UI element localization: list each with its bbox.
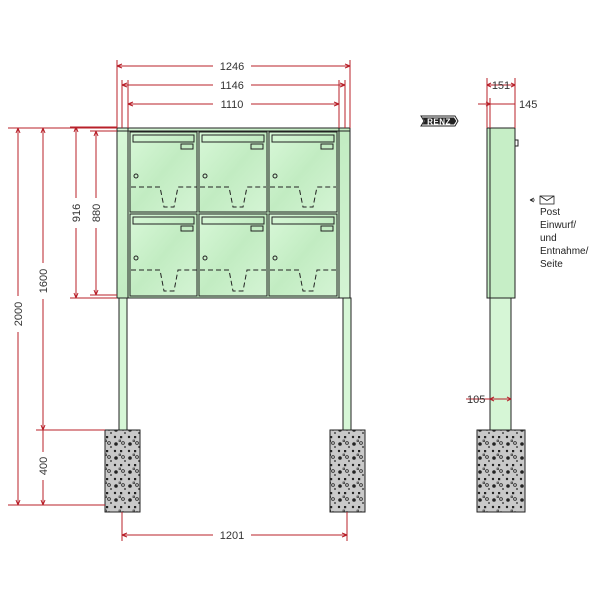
note-line-1: Post — [540, 207, 560, 218]
mailbox-row-2 — [129, 213, 338, 297]
side-box — [486, 127, 516, 299]
note-line-5: Seite — [540, 259, 563, 270]
name-plate — [250, 143, 264, 150]
mailbox-door — [129, 213, 198, 297]
envelope-icon — [529, 195, 555, 205]
mail-slot — [271, 134, 335, 143]
front-view — [104, 127, 366, 513]
mail-slot — [271, 216, 335, 225]
side-dimensions: 151 145 105 — [466, 78, 537, 406]
side-flap — [514, 139, 519, 147]
left-foundation — [104, 429, 141, 513]
mailbox-door — [268, 213, 338, 297]
note-line-2: Einwurf/ — [540, 220, 576, 231]
mailbox-door — [198, 131, 268, 213]
dim-width-total: 1246 — [220, 61, 244, 73]
note-line-4: Entnahme/ — [540, 246, 589, 257]
dim-post-height: 1600 — [38, 269, 50, 293]
dim-width-box: 1146 — [220, 80, 244, 92]
name-plate — [320, 225, 334, 232]
dim-total-height: 2000 — [13, 302, 25, 326]
mail-slot — [132, 216, 195, 225]
dim-width-inner: 1110 — [221, 99, 244, 111]
name-plate — [320, 143, 334, 150]
name-plate — [180, 143, 194, 150]
lock-icon — [133, 173, 139, 179]
dim-box-height-inner: 880 — [91, 204, 103, 222]
front-dimensions: 1246 1146 1110 1201 2000 — [8, 59, 351, 542]
right-foundation — [329, 429, 366, 513]
dim-post-spacing: 1201 — [220, 530, 244, 542]
note-line-3: und — [540, 233, 557, 244]
side-foundation — [476, 429, 526, 513]
renz-logo: RENZ — [420, 115, 459, 127]
left-post — [118, 297, 128, 431]
mail-slot — [201, 134, 265, 143]
mailbox-row-1 — [129, 131, 338, 213]
lock-icon — [202, 173, 208, 179]
logo-text: RENZ — [427, 117, 451, 126]
dim-side-post-width: 105 — [467, 394, 485, 406]
post-side-note: Post Einwurf/ und Entnahme/ Seite — [529, 195, 589, 270]
lock-icon — [272, 173, 278, 179]
lock-icon — [272, 255, 278, 261]
side-post — [489, 297, 512, 431]
dim-side-depth-box: 145 — [519, 99, 537, 111]
mailbox-door — [129, 131, 198, 213]
name-plate — [180, 225, 194, 232]
right-post — [342, 297, 352, 431]
lock-icon — [133, 255, 139, 261]
dim-foundation-height: 400 — [38, 457, 50, 475]
lock-icon — [202, 255, 208, 261]
name-plate — [250, 225, 264, 232]
mailbox-door — [268, 131, 338, 213]
mail-slot — [132, 134, 195, 143]
mail-slot — [201, 216, 265, 225]
dim-box-height-outer: 916 — [71, 204, 83, 222]
dim-side-depth-total: 151 — [492, 80, 510, 92]
side-view — [476, 127, 526, 513]
mailbox-door — [198, 213, 268, 297]
